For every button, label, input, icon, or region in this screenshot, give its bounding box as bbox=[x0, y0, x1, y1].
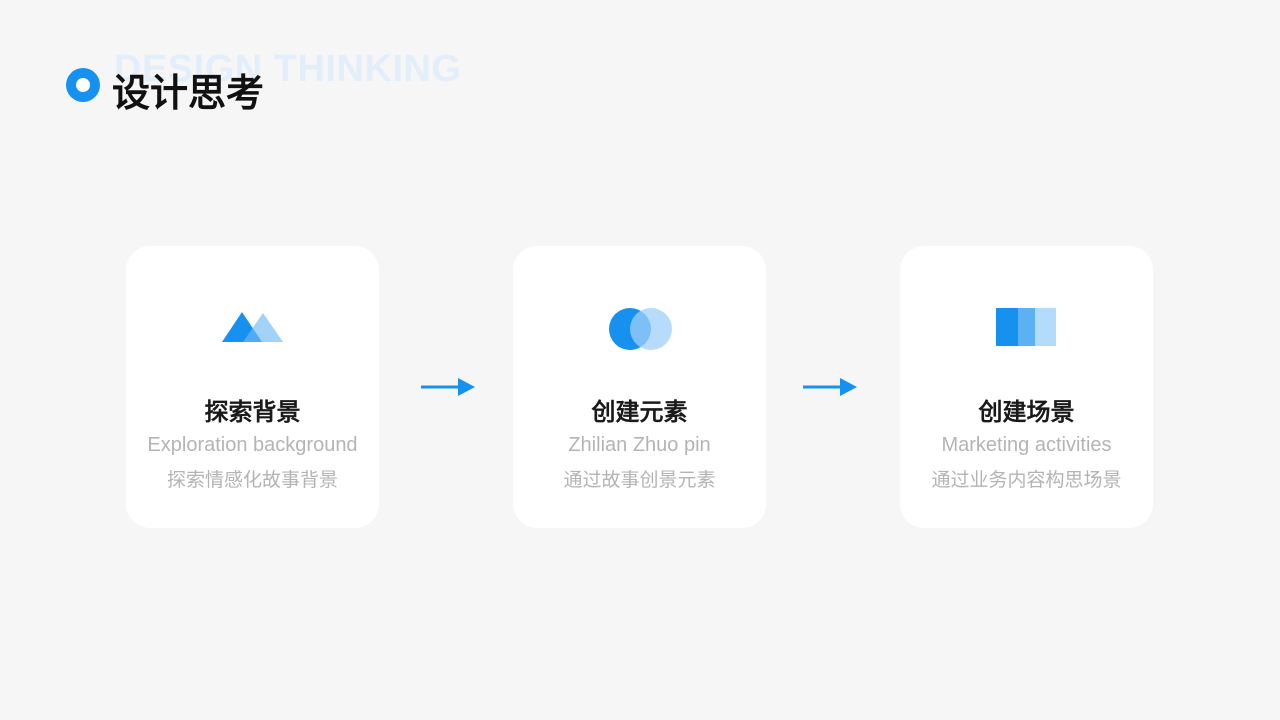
card-subtitle-en: Marketing activities bbox=[941, 434, 1112, 456]
mountains-icon bbox=[222, 312, 283, 342]
arrow-right-icon bbox=[421, 378, 475, 396]
card-title: 创建元素 bbox=[591, 398, 688, 426]
page-title: 设计思考 bbox=[112, 71, 265, 115]
step-card-scenes: 创建场景 Marketing activities 通过业务内容构思场景 bbox=[900, 246, 1153, 528]
card-subtitle-cn: 通过业务内容构思场景 bbox=[931, 469, 1122, 491]
header-watermark: DESIGN THINKING bbox=[114, 48, 462, 90]
stacked-rectangles-icon bbox=[996, 308, 1056, 346]
card-subtitle-en: Zhilian Zhuo pin bbox=[568, 434, 711, 456]
step-card-explore: 探索背景 Exploration background 探索情感化故事背景 bbox=[126, 246, 379, 528]
card-title: 创建场景 bbox=[978, 398, 1075, 426]
arrow-right-icon bbox=[803, 378, 857, 396]
overlapping-circles-icon bbox=[609, 308, 672, 350]
card-subtitle-cn: 探索情感化故事背景 bbox=[166, 469, 338, 491]
card-subtitle-cn: 通过故事创景元素 bbox=[563, 469, 716, 491]
card-title: 探索背景 bbox=[204, 398, 301, 426]
page-header: DESIGN THINKING 设计思考 bbox=[0, 0, 600, 140]
step-card-elements: 创建元素 Zhilian Zhuo pin 通过故事创景元素 bbox=[513, 246, 766, 528]
circle-ring-icon bbox=[66, 68, 100, 102]
card-subtitle-en: Exploration background bbox=[147, 434, 358, 456]
